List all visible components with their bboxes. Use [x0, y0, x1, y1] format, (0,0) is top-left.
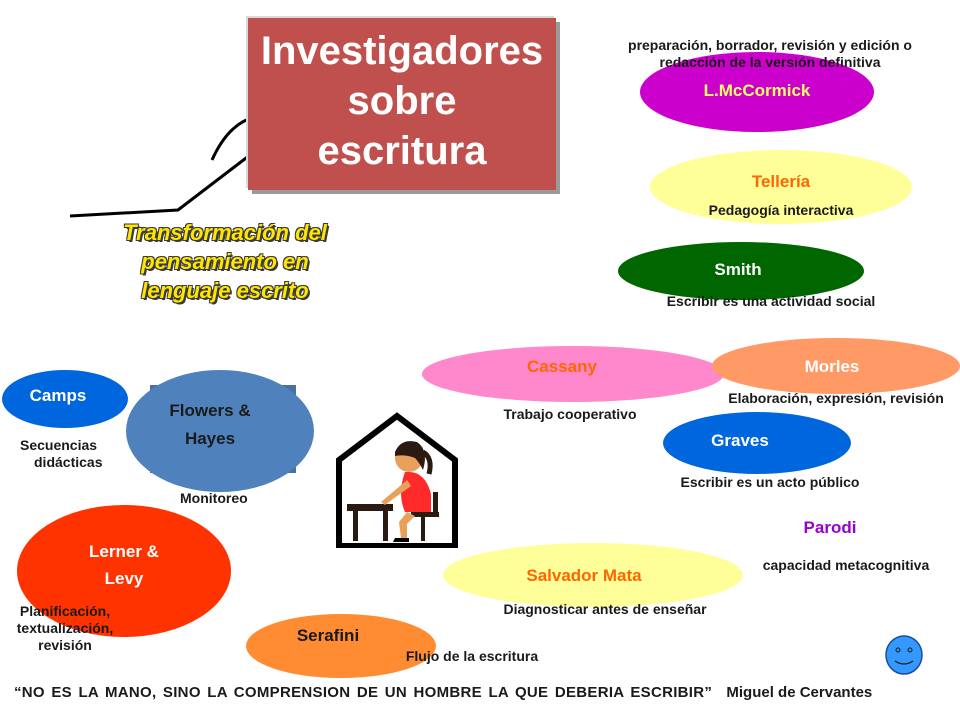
serafini-label: Serafini [296, 626, 360, 645]
smith-node [618, 242, 864, 300]
subtitle: Transformación del pensamiento en lengua… [60, 218, 390, 305]
telleria-node [650, 150, 912, 224]
cassany-note: Trabajo cooperativo [503, 406, 637, 422]
salvador-mata-label: Salvador Mata [526, 566, 642, 585]
lerner-levy-label: Lerner & Levy [17, 538, 231, 592]
lerner-levy-note: Planificación, textualización, revisión [0, 603, 130, 654]
flowers-hayes-label: Flowers & Hayes [126, 397, 294, 453]
lerner-levy-label-line-1: Lerner & [89, 542, 159, 561]
page-title: Investigadores sobre escritura [248, 26, 556, 176]
parodi-label: Parodi [803, 518, 857, 537]
mccormick-note-line-2: redacción de la versión definitiva [659, 54, 881, 70]
morles-note: Elaboración, expresión, revisión [728, 390, 944, 406]
camps-note-line-2: didácticas [34, 454, 103, 470]
flowers-hayes-label-line-1: Flowers & [169, 401, 251, 420]
graves-node [663, 412, 851, 474]
lerner-levy-node [17, 505, 231, 637]
title-line-1: Investigadores [260, 29, 544, 73]
cassany-label: Cassany [527, 357, 597, 376]
girl-writing-icon [336, 412, 458, 548]
camps-label: Camps [29, 386, 87, 405]
quote-author: Miguel de Cervantes [726, 684, 873, 701]
flowers-hayes-node [126, 370, 314, 492]
serafini-node [246, 614, 436, 678]
serafini-note: Flujo de la escritura [405, 648, 539, 664]
smiley-face-icon [885, 635, 923, 675]
smith-note: Escribir es una actividad social [666, 293, 876, 309]
lerner-levy-label-line-2: Levy [104, 569, 144, 588]
graves-label: Graves [711, 431, 769, 450]
cassany-node [422, 346, 724, 402]
graves-note: Escribir es un acto público [680, 474, 860, 490]
telleria-note: Pedagogía interactiva [708, 202, 854, 218]
salvador-mata-note: Diagnosticar antes de enseñar [503, 601, 707, 617]
camps-note: Secuencias didácticas [20, 437, 102, 471]
camps-node [2, 370, 128, 428]
telleria-label: Tellería [751, 172, 811, 191]
flowers-hayes-label-line-2: Hayes [184, 429, 236, 448]
subtitle-line-3: lenguaje escrito [141, 278, 309, 303]
title-line-3: escritura [317, 129, 487, 173]
morles-node [712, 338, 960, 394]
mccormick-note: preparación, borrador, revisión y edició… [590, 37, 950, 71]
mccormick-label: L.McCormick [703, 81, 811, 100]
mccormick-node [640, 52, 874, 132]
subtitle-line-2: pensamiento en [141, 249, 309, 274]
lerner-levy-note-line-3: revisión [38, 637, 92, 653]
smith-label: Smith [714, 260, 762, 279]
quote-text: “NO ES LA MANO, SINO LA COMPRENSION DE U… [14, 684, 713, 701]
connector-line [69, 114, 277, 218]
subtitle-line-1: Transformación del [123, 220, 327, 245]
title-box [248, 18, 556, 190]
morles-label: Morles [804, 357, 860, 376]
lerner-levy-note-line-2: textualización, [16, 620, 114, 636]
parodi-note: capacidad metacognitiva [762, 557, 930, 573]
title-line-2: sobre [347, 79, 457, 123]
flowers-hayes-note: Monitoreo [180, 490, 248, 506]
lerner-levy-note-line-1: Planificación, [19, 603, 111, 619]
camps-note-line-1: Secuencias [20, 437, 98, 453]
mccormick-note-line-1: preparación, borrador, revisión y edició… [628, 37, 912, 53]
quote: “NO ES LA MANO, SINO LA COMPRENSION DE U… [14, 684, 872, 701]
salvador-mata-node [443, 543, 743, 607]
